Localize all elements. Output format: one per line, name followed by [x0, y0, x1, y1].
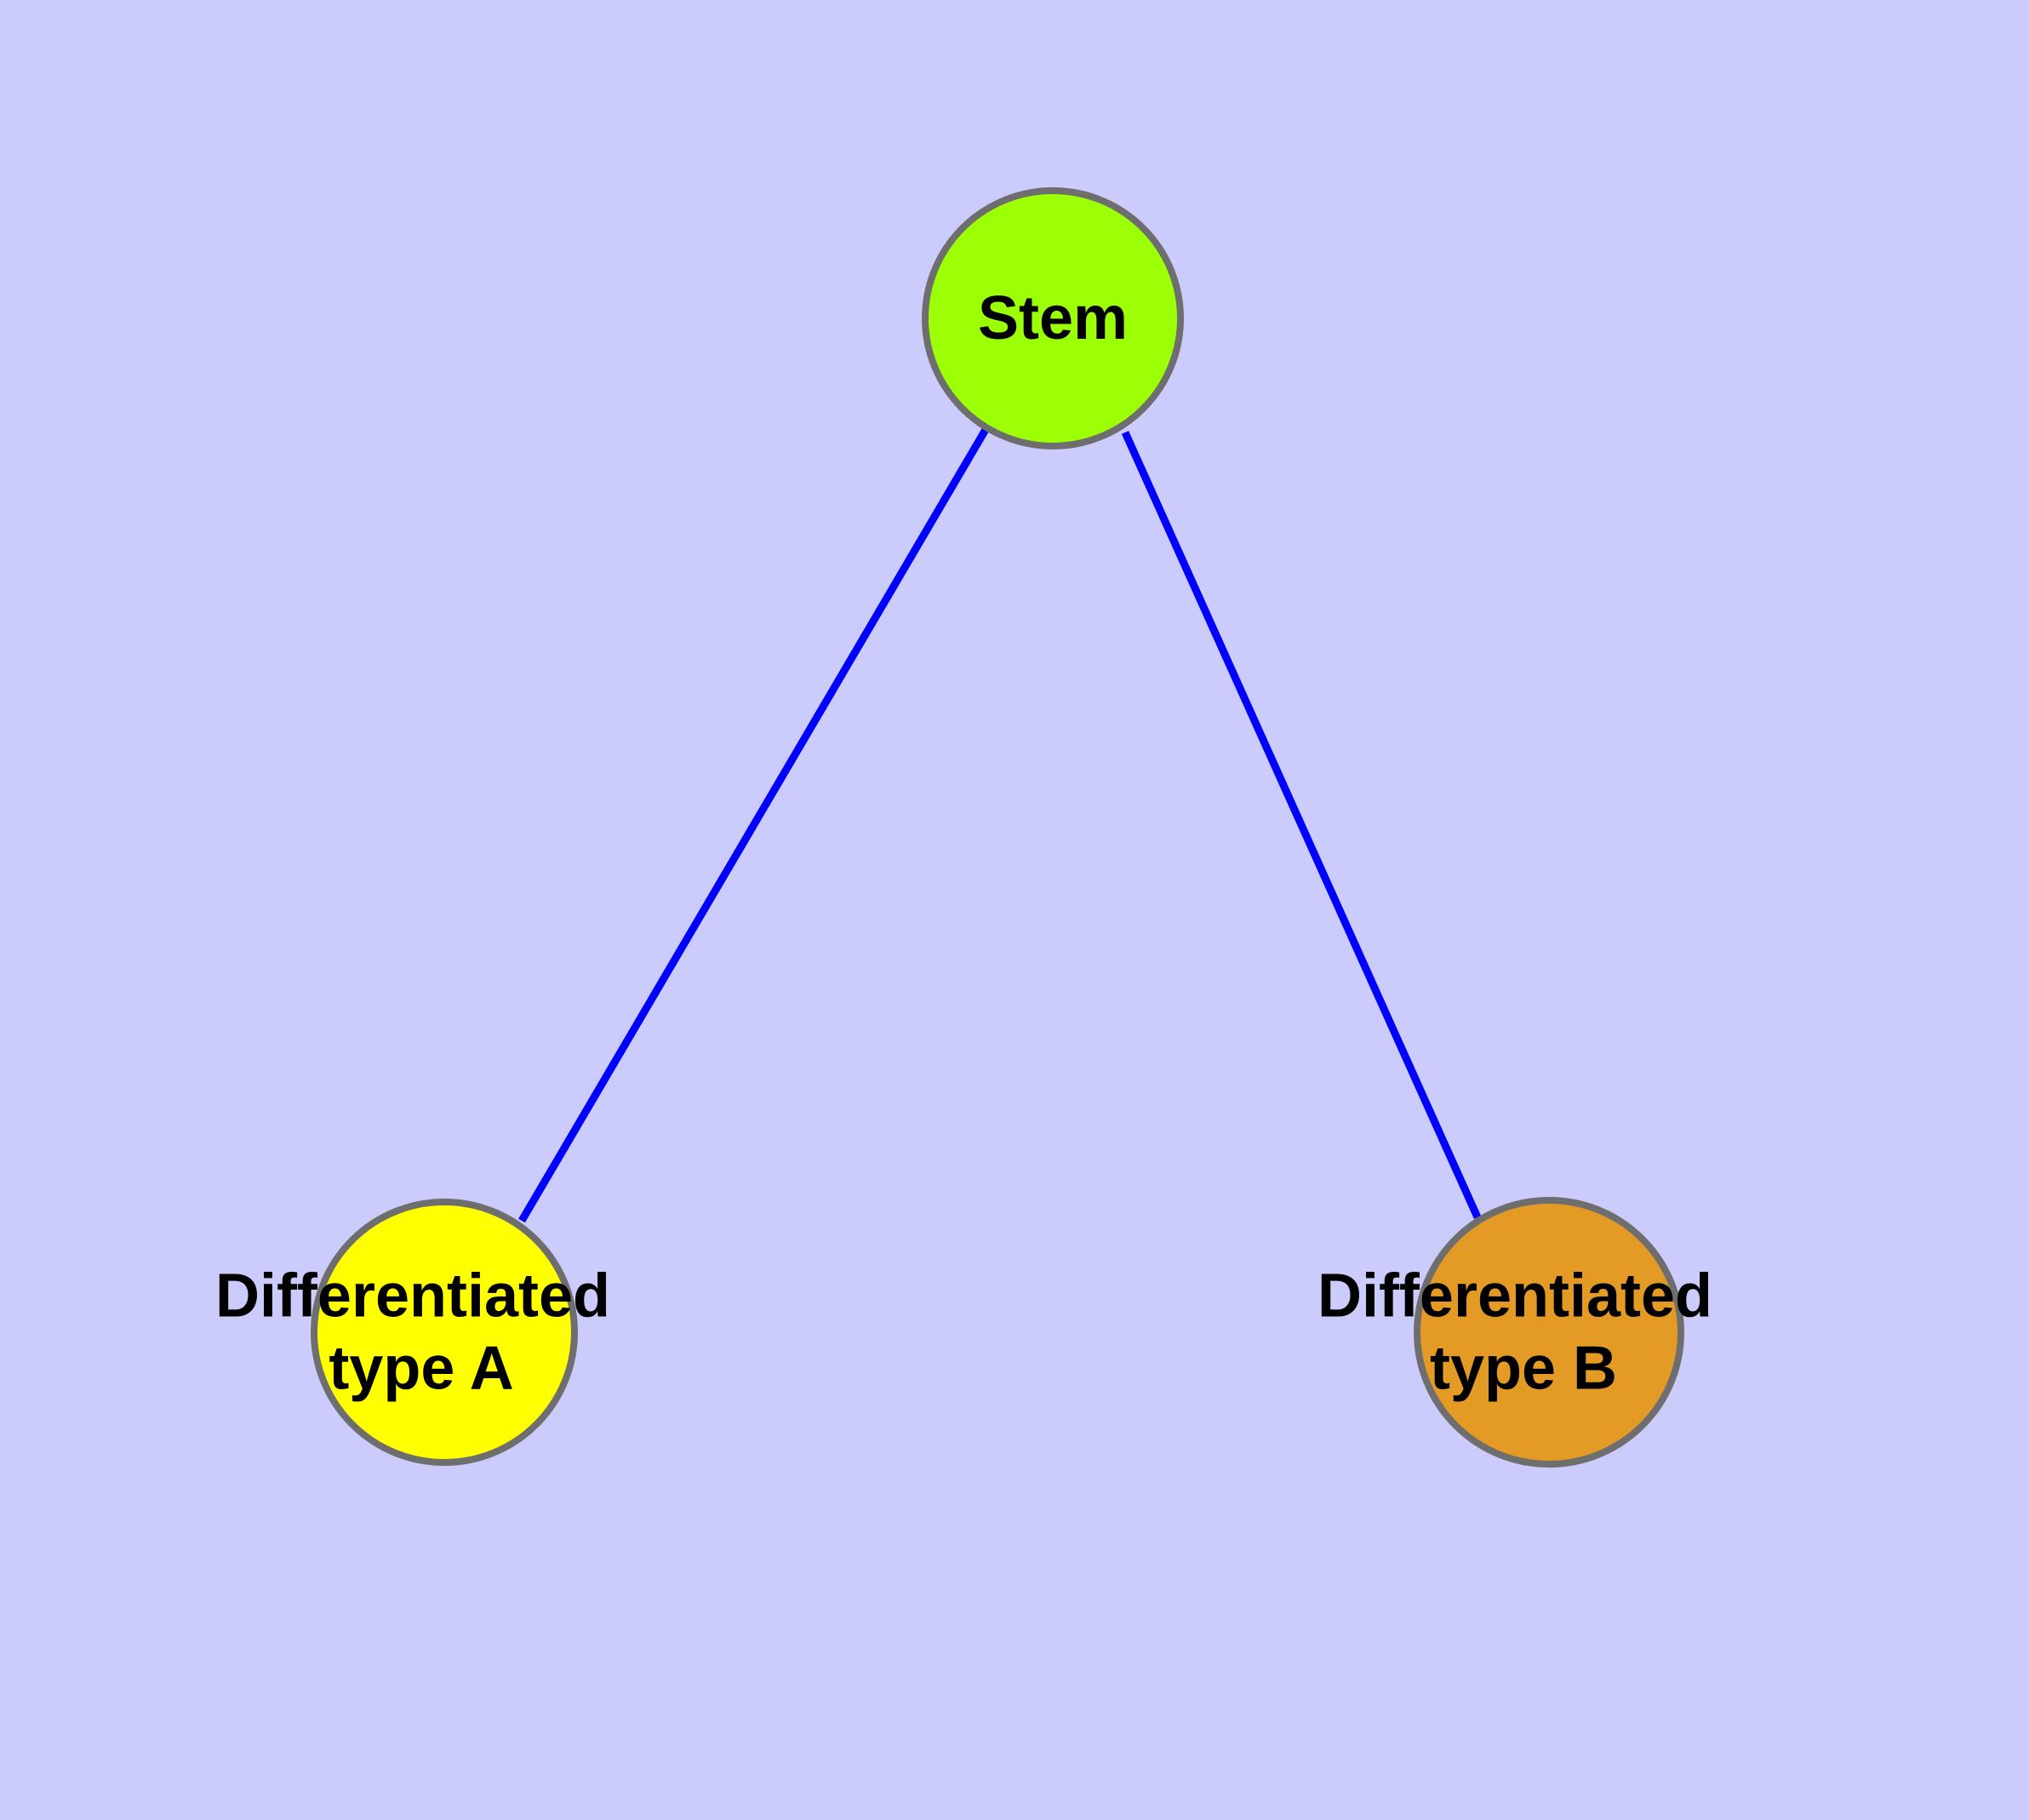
- node-stem[interactable]: [922, 187, 1184, 449]
- node-differentiated-type-a[interactable]: [311, 1199, 578, 1466]
- node-stem-label: Stem: [978, 284, 1128, 352]
- label-layer: Stem Differentiated type A Differentiate…: [215, 284, 1729, 1403]
- node-stem-circle[interactable]: [922, 187, 1184, 449]
- node-layer: [311, 187, 1684, 1468]
- node-differentiated-type-b-label: Differentiated type B: [1317, 1258, 1729, 1403]
- node-differentiated-type-a-label-line-2: type A: [329, 1334, 513, 1402]
- node-differentiated-type-a-label: Differentiated type A: [215, 1258, 627, 1403]
- node-differentiated-type-b-label-line-1: Differentiated: [1317, 1262, 1712, 1331]
- node-differentiated-type-b[interactable]: [1414, 1197, 1684, 1468]
- node-stem-label-line-1: Stem: [978, 284, 1128, 352]
- edge-layer: [518, 426, 1482, 1223]
- edge-stem-to-differentiated-type-b[interactable]: [1121, 431, 1482, 1219]
- edge-stem-to-differentiated-type-a[interactable]: [518, 426, 990, 1223]
- node-differentiated-type-b-circle[interactable]: [1414, 1197, 1684, 1468]
- node-differentiated-type-b-label-line-2: type B: [1430, 1334, 1617, 1402]
- node-differentiated-type-a-label-line-1: Differentiated: [215, 1262, 610, 1331]
- node-differentiated-type-a-circle[interactable]: [311, 1199, 578, 1466]
